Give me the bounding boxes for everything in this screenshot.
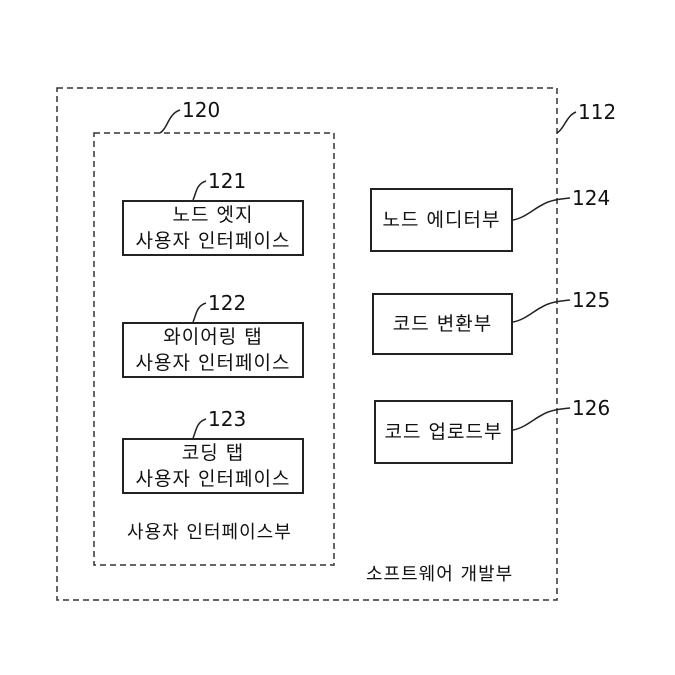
code-converter-box: 코드 변환부	[372, 293, 513, 355]
leader-125	[512, 299, 571, 323]
code-converter-label: 코드 변환부	[392, 313, 493, 335]
node-editor-box: 노드 에디터부	[370, 188, 513, 252]
leader-123	[192, 418, 207, 439]
ref-123: 123	[208, 407, 247, 431]
leader-120	[159, 109, 181, 134]
ref-120: 120	[182, 98, 221, 122]
ref-126: 126	[572, 396, 611, 420]
ref-124: 124	[572, 186, 611, 210]
box-label-line1: 와이어링 탭	[163, 326, 263, 348]
leader-121	[192, 180, 207, 201]
node-editor-label: 노드 에디터부	[382, 209, 501, 231]
box-label-line1: 노드 엣지	[172, 204, 254, 226]
ref-125: 125	[572, 288, 611, 312]
software-dev-caption: 소프트웨어 개발부	[366, 564, 514, 585]
box-label-line2: 사용자 인터페이스	[135, 468, 291, 490]
ui-group-caption: 사용자 인터페이스부	[127, 522, 292, 543]
ref-112: 112	[578, 100, 617, 124]
ref-121: 121	[208, 169, 247, 193]
box-label-line2: 사용자 인터페이스	[135, 352, 291, 374]
leader-112	[556, 111, 577, 134]
software-dev-boundary	[56, 87, 558, 601]
code-uploader-label: 코드 업로드부	[384, 421, 503, 443]
box-label-line1: 코딩 탭	[181, 442, 245, 464]
wiring-tab-ui-box: 와이어링 탭 사용자 인터페이스	[122, 322, 304, 378]
box-label-line2: 사용자 인터페이스	[135, 230, 291, 252]
leader-126	[512, 407, 571, 431]
coding-tab-ui-box: 코딩 탭 사용자 인터페이스	[122, 438, 304, 494]
leader-124	[512, 197, 571, 221]
node-edge-ui-box: 노드 엣지 사용자 인터페이스	[122, 200, 304, 256]
leader-122	[192, 302, 207, 323]
ui-group-boundary	[93, 132, 335, 566]
ref-122: 122	[208, 291, 247, 315]
code-uploader-box: 코드 업로드부	[374, 400, 513, 464]
